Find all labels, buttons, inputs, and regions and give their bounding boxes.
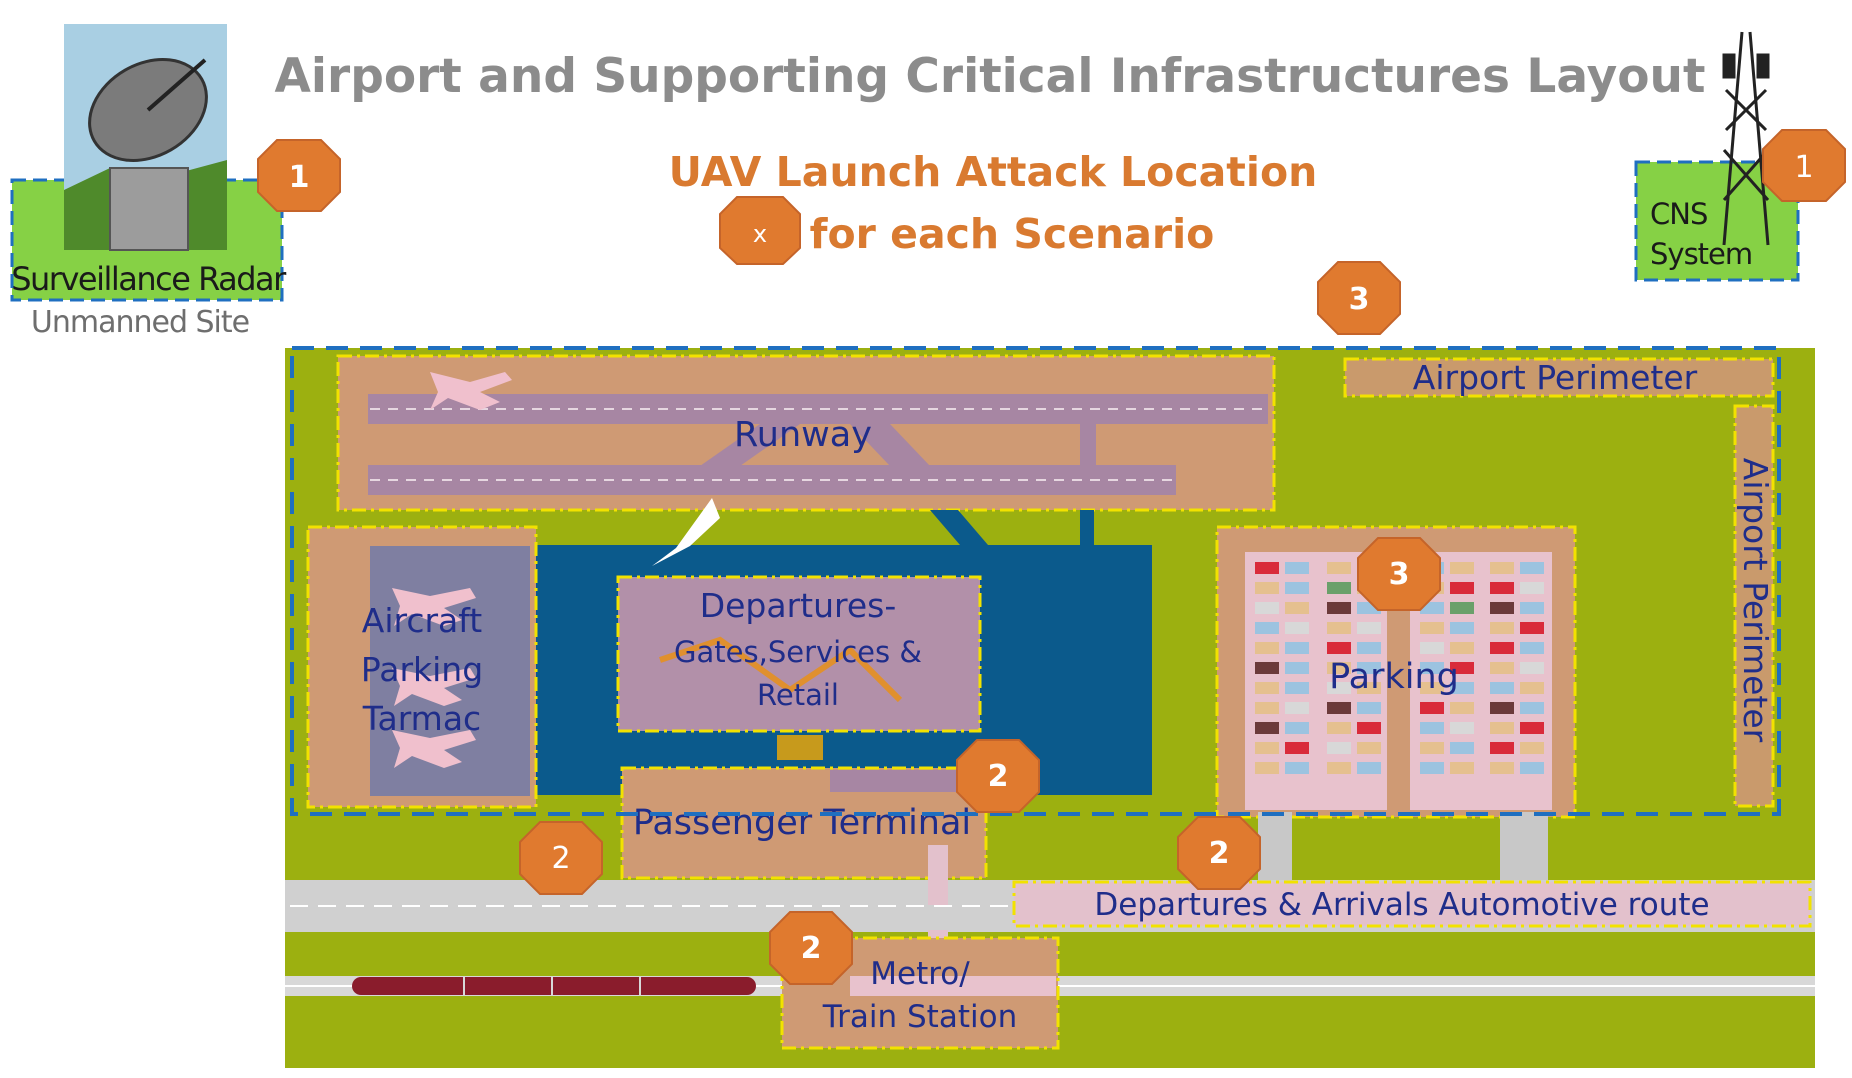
marker-parking-label: 3 xyxy=(1389,557,1410,592)
marker-perimeter-north-label: 3 xyxy=(1349,282,1370,317)
automotive-route-zone xyxy=(1012,880,1812,928)
marker-route-octagon xyxy=(1177,816,1261,890)
marker-perimeter-north-octagon xyxy=(1317,261,1401,335)
parking-label: Parking xyxy=(1329,657,1459,697)
runway-label: Runway xyxy=(734,415,872,455)
marker-cns-octagon xyxy=(1762,129,1846,202)
marker-cns-label: 1 xyxy=(1794,150,1813,185)
parking-exit-road-1 xyxy=(1258,812,1292,882)
terminal-gallery xyxy=(830,770,984,792)
cell-tower-icon xyxy=(1722,31,1770,246)
marker-terminal-west: 2 xyxy=(519,821,603,895)
runway-taxi-link-right xyxy=(850,424,930,466)
legend-marker-label: x xyxy=(753,220,767,248)
metro-label-line-1: Metro/ xyxy=(870,956,970,992)
airplane-icon-tarmac-2 xyxy=(392,668,476,706)
marker-perimeter-north: 3 xyxy=(1317,261,1401,335)
metro-label-line-2: Train Station xyxy=(822,999,1017,1035)
marker-metro-octagon xyxy=(769,911,853,985)
marker-terminal-west-octagon xyxy=(519,821,603,895)
terminal-road-link xyxy=(928,845,948,905)
airplane-icon-tarmac-3 xyxy=(392,730,476,768)
airport-perimeter-boundary xyxy=(290,346,1781,816)
legend-line-2: for each Scenario xyxy=(810,210,1215,258)
radar-label: Surveillance Radar xyxy=(11,260,287,298)
marker-parking: 3 xyxy=(1357,537,1441,611)
runway-taxi-link-left xyxy=(700,424,800,466)
airplane-icon-runway xyxy=(430,372,512,410)
marker-terminal-east: 2 xyxy=(956,739,1040,813)
marker-terminal-east-label: 2 xyxy=(988,759,1009,794)
surveillance-radar-site: Surveillance Radar Unmanned Site xyxy=(10,24,289,340)
perimeter-top-label: Airport Perimeter xyxy=(1413,358,1698,397)
page-title: Airport and Supporting Critical Infrastr… xyxy=(275,49,1706,104)
marker-metro: 2 xyxy=(769,911,853,985)
marker-radar-label: 1 xyxy=(289,160,310,195)
tarmac-label-line-2: Parking xyxy=(361,650,483,689)
legend-marker: x xyxy=(719,196,801,265)
runway-connector xyxy=(1080,424,1096,466)
train-icon xyxy=(352,977,756,995)
metro-platform xyxy=(850,976,1056,996)
dish-feed-line xyxy=(146,58,207,112)
radar-sublabel: Unmanned Site xyxy=(31,305,249,340)
marker-route: 2 xyxy=(1177,816,1261,890)
cns-label-line-1: CNS xyxy=(1650,197,1707,231)
perimeter-band-side xyxy=(1733,404,1775,808)
parking-exit-road-2 xyxy=(1500,812,1548,882)
cns-label-line-2: System xyxy=(1650,237,1752,271)
taxiway-link-1 xyxy=(930,510,988,545)
marker-radar-octagon xyxy=(257,139,341,212)
airplane-icon-tarmac-1 xyxy=(392,588,476,626)
tarmac-label-line-3: Tarmac xyxy=(362,699,481,738)
marker-parking-octagon xyxy=(1357,537,1441,611)
perimeter-side-label: Airport Perimeter xyxy=(1736,458,1775,743)
marker-radar: 1 xyxy=(257,139,341,212)
radar-building xyxy=(109,167,189,251)
airplane-icon-taxiing xyxy=(652,498,720,566)
automotive-route-label: Departures & Arrivals Automotive route xyxy=(1094,887,1709,923)
departures-label-line-2: Gates,Services & xyxy=(674,635,922,669)
legend-marker-octagon xyxy=(719,196,801,265)
marker-route-label: 2 xyxy=(1209,836,1230,871)
departures-label-line-3: Retail xyxy=(757,678,839,712)
marker-terminal-east-octagon xyxy=(956,739,1040,813)
legend-line-1: UAV Launch Attack Location xyxy=(669,148,1318,196)
perimeter-band-top xyxy=(1343,357,1775,398)
departures-concourse xyxy=(659,636,903,703)
marker-cns: 1 xyxy=(1762,129,1846,202)
marker-metro-label: 2 xyxy=(801,931,822,966)
departures-connector xyxy=(777,735,823,760)
departures-label-line-1: Departures- xyxy=(700,586,897,625)
marker-terminal-west-label: 2 xyxy=(551,841,570,876)
taxiway-link-2 xyxy=(1080,510,1094,545)
passenger-terminal-label: Passenger Terminal xyxy=(633,803,971,843)
tarmac-label-line-1: Aircraft xyxy=(362,601,483,640)
